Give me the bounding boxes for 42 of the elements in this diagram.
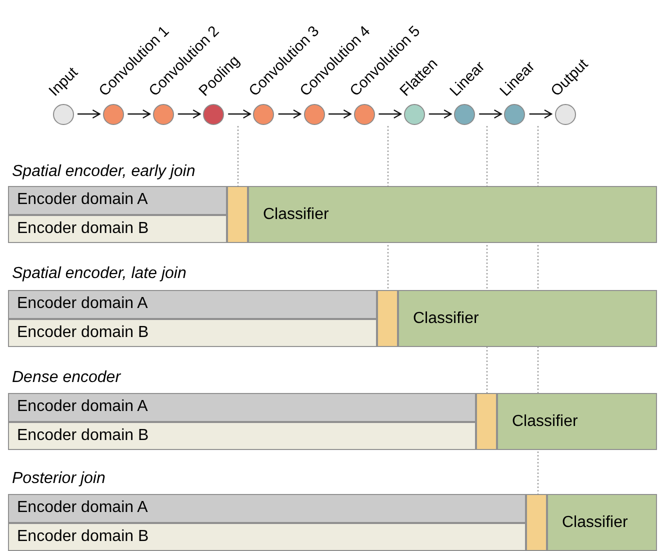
encoder-label: Encoder domain B <box>17 426 149 446</box>
encoder-label: Encoder domain A <box>17 397 148 418</box>
arrow <box>328 109 352 119</box>
encoder-box <box>8 422 476 450</box>
arrow <box>428 109 452 119</box>
join-box <box>377 290 398 347</box>
encoder-box <box>8 290 377 318</box>
encoder-box <box>8 522 526 551</box>
arrow <box>378 109 402 119</box>
arrow <box>78 109 100 119</box>
encoder-label: Encoder domain B <box>17 218 149 239</box>
section-title: Posterior join <box>12 469 106 489</box>
encoder-box <box>8 214 227 243</box>
arrow <box>278 109 302 119</box>
encoder-box <box>8 393 476 422</box>
encoder-label: Encoder domain B <box>17 526 149 547</box>
encoder-box <box>8 186 227 214</box>
arrow <box>479 109 502 119</box>
encoder-label: Encoder domain A <box>17 294 148 314</box>
classifier-box <box>497 393 657 450</box>
classifier-box <box>398 290 657 347</box>
classifier-label: Classifier <box>512 412 578 432</box>
classifier-label: Classifier <box>413 308 479 328</box>
classifier-box <box>547 494 657 551</box>
section-title: Dense encoder <box>12 368 121 388</box>
join-box <box>526 494 547 551</box>
encoder-label: Encoder domain A <box>17 190 148 210</box>
classifier-label: Classifier <box>562 512 628 532</box>
encoder-label: Encoder domain B <box>17 322 149 343</box>
arrow <box>128 109 150 119</box>
section-title: Spatial encoder, early join <box>12 162 196 182</box>
section-title: Spatial encoder, late join <box>12 264 186 284</box>
arrow <box>228 109 251 119</box>
encoder-label: Encoder domain A <box>17 498 148 518</box>
arrow <box>178 109 201 119</box>
classifier-box <box>248 186 657 243</box>
join-box <box>476 393 497 450</box>
arrow <box>529 109 552 119</box>
join-box <box>227 186 248 243</box>
classifier-label: Classifier <box>263 204 329 224</box>
encoder-box <box>8 494 526 522</box>
encoder-box <box>8 318 377 347</box>
